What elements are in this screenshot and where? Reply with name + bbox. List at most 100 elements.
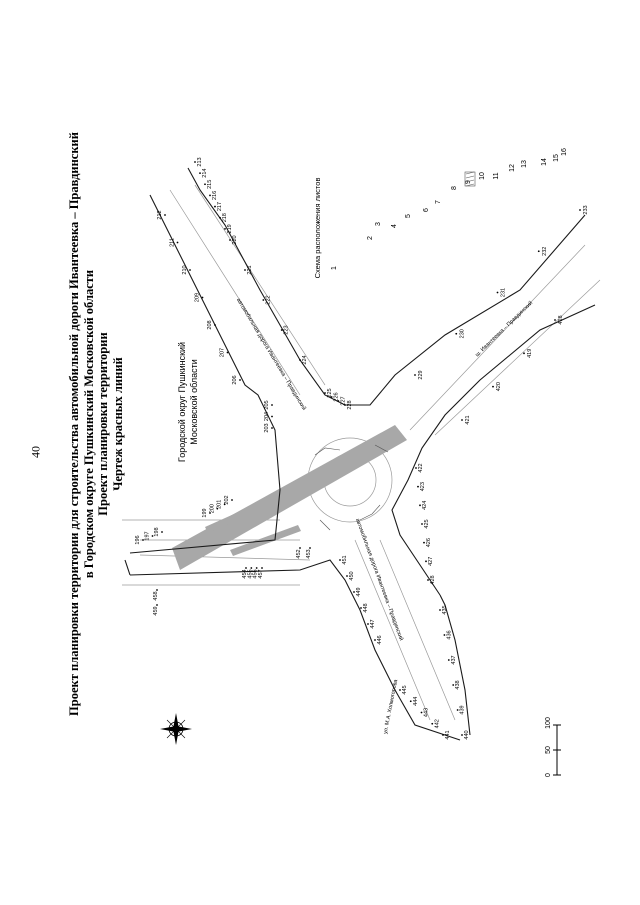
point-label-220: 220: [232, 235, 238, 244]
point-label-443: 443: [424, 708, 430, 717]
boundary-point-marker: [537, 250, 540, 253]
boundary-point-marker: [427, 579, 429, 581]
scale-tick-0: 0: [545, 773, 552, 777]
point-label-211: 211: [170, 238, 176, 247]
boundary-point-marker: [229, 239, 231, 241]
boundary-point-marker: [417, 485, 419, 488]
point-label-451: 451: [342, 555, 348, 564]
point-label-423: 423: [420, 482, 426, 491]
boundary-point-marker: [201, 296, 204, 299]
sheet-number-5: 5: [405, 214, 412, 218]
boundary-point-marker: [271, 415, 273, 418]
boundary-point-marker: [339, 559, 341, 561]
point-label-198: 198: [154, 527, 160, 536]
point-label-437: 437: [451, 655, 457, 664]
point-label-441: 441: [445, 730, 451, 739]
boundary-point-marker: [223, 503, 226, 506]
boundary-point-marker: [439, 609, 441, 611]
point-label-205: 205: [264, 400, 270, 409]
boundary-point-marker: [344, 404, 346, 406]
point-label-424: 424: [422, 501, 428, 510]
boundary-point-marker: [409, 700, 412, 703]
point-label-200: 200: [209, 504, 215, 513]
boundary-point-marker: [421, 523, 423, 525]
boundary-point-marker: [262, 299, 265, 301]
boundary-point-marker: [219, 216, 221, 219]
sheet-number-12: 12: [509, 164, 516, 172]
boundary-point-marker: [214, 205, 216, 208]
point-label-231: 231: [501, 288, 507, 297]
point-label-418: 418: [558, 315, 564, 324]
boundary-point-marker: [456, 709, 459, 711]
scale-bar: 0 50 100: [545, 717, 561, 777]
boundary-point-marker: [443, 634, 446, 636]
boundary-point-marker: [523, 352, 525, 355]
boundary-point-marker: [299, 359, 301, 361]
boundary-point-marker: [554, 319, 556, 321]
boundary-point-marker: [214, 324, 216, 326]
point-label-202: 202: [224, 495, 230, 504]
point-label-420: 420: [496, 382, 502, 391]
sheet-number-6: 6: [423, 208, 430, 212]
boundary-point-marker: [199, 172, 201, 175]
point-label-209: 209: [195, 293, 201, 302]
point-label-196: 196: [135, 535, 141, 544]
sheet-number-2: 2: [367, 236, 374, 240]
boundary-point-marker: [360, 607, 362, 609]
boundary-point-marker: [374, 639, 376, 641]
point-label-224: 224: [302, 355, 308, 364]
scale-tick-50: 50: [545, 746, 552, 754]
point-label-208: 208: [207, 320, 213, 329]
boundary-point-marker: [414, 374, 416, 376]
boundary-point-marker: [299, 547, 301, 549]
boundary-point-marker: [425, 560, 427, 563]
district-label: Городской округ Пушкинский Московской об…: [177, 342, 199, 462]
boundary-point-marker: [271, 404, 273, 406]
sheet-number-14: 14: [541, 158, 548, 166]
point-label-442: 442: [434, 719, 440, 728]
point-label-457: 457: [258, 569, 264, 578]
point-label-228: 228: [347, 400, 353, 409]
point-label-435: 435: [442, 605, 448, 614]
carriageway-bands: [172, 425, 407, 570]
road-label-south: ул. М.А. Холмогорова: [383, 678, 400, 734]
point-label-456: 456: [253, 569, 259, 578]
boundary-point-marker: [261, 567, 263, 569]
point-label-448: 448: [363, 603, 369, 612]
point-label-425: 425: [424, 519, 430, 528]
boundary-point-marker: [324, 392, 326, 394]
boundary-point-marker: [231, 499, 233, 501]
boundary-point-marker: [337, 400, 340, 402]
point-label-447: 447: [370, 619, 376, 628]
boundary-point-marker: [420, 711, 423, 714]
point-label-440: 440: [464, 730, 470, 739]
point-label-219: 219: [227, 224, 233, 233]
point-label-439: 439: [460, 705, 466, 714]
point-label-216: 216: [212, 191, 218, 200]
boundary-point-marker: [579, 209, 581, 211]
point-label-199: 199: [202, 508, 208, 517]
point-label-213: 213: [197, 157, 203, 166]
scale-tick-100: 100: [545, 717, 552, 729]
boundary-point-marker: [226, 351, 229, 354]
point-label-449: 449: [356, 587, 362, 596]
sheet-number-15: 15: [553, 154, 560, 162]
point-label-446: 446: [377, 635, 383, 644]
boundary-point-marker: [245, 567, 247, 569]
sheet-scheme-label: Схема расположения листов: [313, 178, 322, 279]
boundary-point-marker: [216, 507, 219, 510]
junction-details: [314, 444, 389, 531]
point-label-453: 453: [306, 549, 312, 558]
boundary-point-marker: [271, 427, 273, 429]
boundary-point-marker: [346, 575, 348, 577]
point-label-210: 210: [182, 265, 188, 274]
point-label-450: 450: [349, 571, 355, 580]
boundary-point-marker: [461, 419, 463, 421]
point-label-436: 436: [446, 630, 452, 639]
point-label-458: 458: [153, 591, 159, 600]
road-label-east: ш. Ивантеевка – Правдинский: [474, 300, 534, 359]
point-label-223: 223: [284, 325, 290, 334]
point-label-427: 427: [428, 557, 434, 566]
